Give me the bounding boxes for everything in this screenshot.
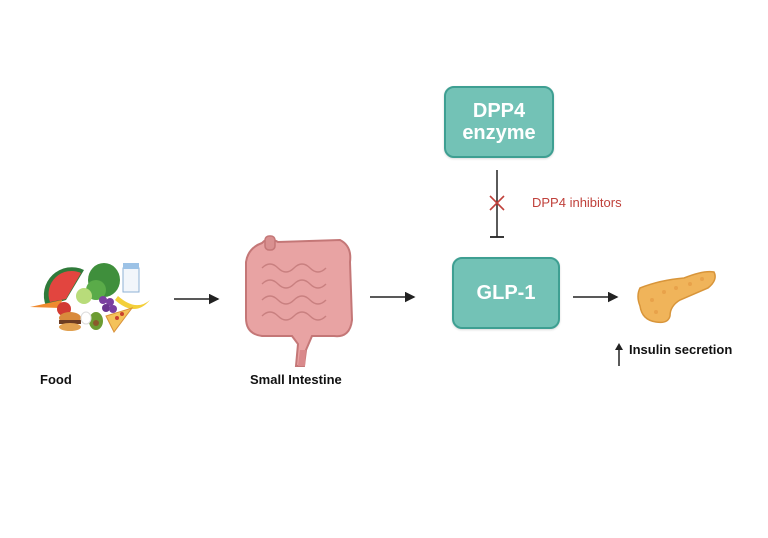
dpp4-inhibitors-label: DPP4 inhibitors bbox=[532, 195, 622, 210]
small-intestine-label: Small Intestine bbox=[250, 372, 342, 387]
up-arrow-icon bbox=[615, 343, 623, 366]
dpp4-box-line-2: enzyme bbox=[462, 122, 536, 144]
glp1-box: GLP-1 bbox=[452, 257, 560, 329]
insulin-secretion-label: Insulin secretion bbox=[629, 342, 733, 357]
dpp4-enzyme-box: DPP4 enzyme bbox=[444, 86, 554, 158]
food-label: Food bbox=[40, 372, 72, 387]
dpp4-box-line-1: DPP4 bbox=[472, 100, 526, 122]
blocked-icon bbox=[489, 195, 505, 211]
